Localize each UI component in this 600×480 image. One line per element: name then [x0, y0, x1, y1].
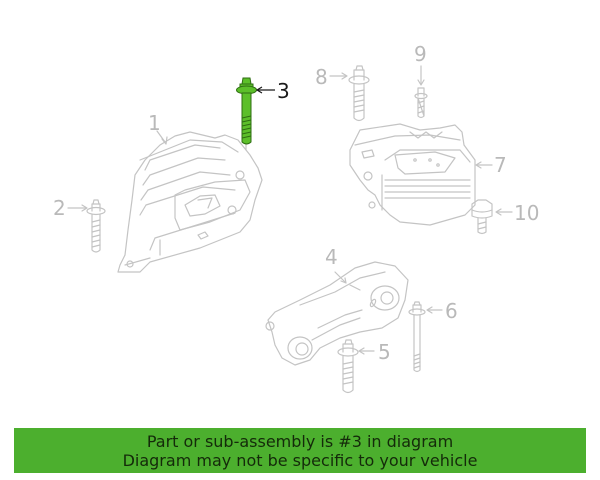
callout-10: 10: [514, 201, 540, 225]
engine-mount-part-1[interactable]: [117, 131, 263, 273]
callout-9: 9: [414, 42, 427, 66]
callout-8: 8: [315, 65, 328, 89]
callout-4: 4: [325, 245, 338, 269]
callout-7: 7: [494, 153, 507, 177]
banner-line-1: Part or sub-assembly is #3 in diagram: [146, 432, 454, 451]
bolt-part-8[interactable]: [348, 65, 370, 122]
stud-part-9[interactable]: [414, 87, 428, 119]
bolt-part-3-highlighted[interactable]: [236, 77, 257, 145]
bolt-part-10[interactable]: [471, 199, 493, 235]
callout-2: 2: [53, 196, 66, 220]
banner-line-2: Diagram may not be specific to your vehi…: [122, 451, 478, 470]
callout-5: 5: [378, 340, 391, 364]
callout-6: 6: [445, 299, 458, 323]
callout-3: 3: [277, 79, 290, 103]
transmission-mount-part-7[interactable]: [349, 123, 476, 226]
callout-1: 1: [148, 111, 161, 135]
torque-rod-part-4[interactable]: [265, 261, 409, 366]
bolt-part-5[interactable]: [337, 339, 359, 394]
bolt-part-2[interactable]: [86, 199, 106, 253]
bolt-part-6[interactable]: [408, 301, 426, 373]
info-banner: Part or sub-assembly is #3 in diagram Di…: [14, 428, 586, 473]
